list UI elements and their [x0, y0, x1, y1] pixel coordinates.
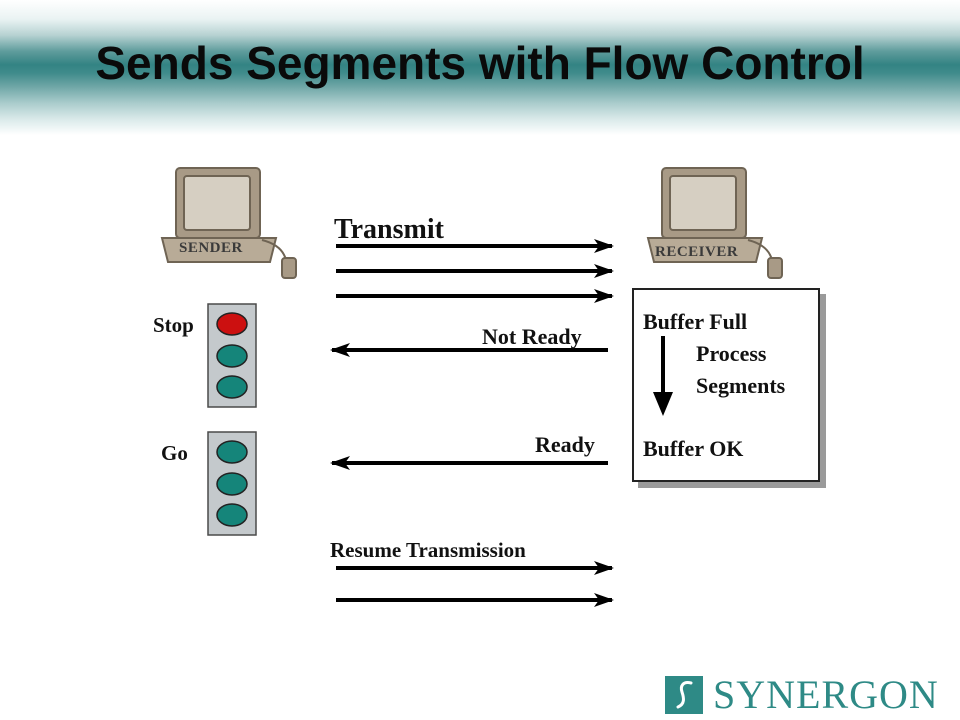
stop-traffic-light: [207, 303, 257, 408]
synergon-logo-mark-icon: [665, 676, 703, 714]
sender-label: SENDER: [179, 240, 243, 256]
process-label: Process: [696, 341, 767, 366]
stop-label: Stop: [153, 313, 194, 337]
receiver-label: RECEIVER: [655, 244, 739, 260]
stop-lamp-red: [216, 312, 248, 336]
buffer-process-arrow: [653, 336, 673, 416]
receiver-computer-icon: [646, 167, 783, 279]
stop-lamp-off: [216, 344, 248, 368]
go-lamp: [216, 440, 248, 464]
synergon-logo: SYNERGON: [665, 672, 939, 717]
buffer-full-label: Buffer Full: [643, 309, 748, 334]
segments-label: Segments: [696, 373, 786, 398]
not-ready-label: Not Ready: [482, 324, 582, 349]
synergon-logo-text: SYNERGON: [713, 672, 939, 717]
header-band: [0, 0, 960, 135]
ready-label: Ready: [535, 432, 595, 457]
go-lamp: [216, 503, 248, 527]
go-lamp: [216, 472, 248, 496]
go-traffic-light: [207, 431, 257, 536]
go-label: Go: [161, 441, 188, 465]
buffer-ok-label: Buffer OK: [643, 436, 744, 461]
resume-transmission-label: Resume Transmission: [330, 538, 526, 562]
sender-computer-icon: [160, 167, 297, 279]
slide-title: Sends Segments with Flow Control: [95, 37, 865, 89]
stop-lamp-off: [216, 375, 248, 399]
transmit-label: Transmit: [334, 214, 444, 245]
